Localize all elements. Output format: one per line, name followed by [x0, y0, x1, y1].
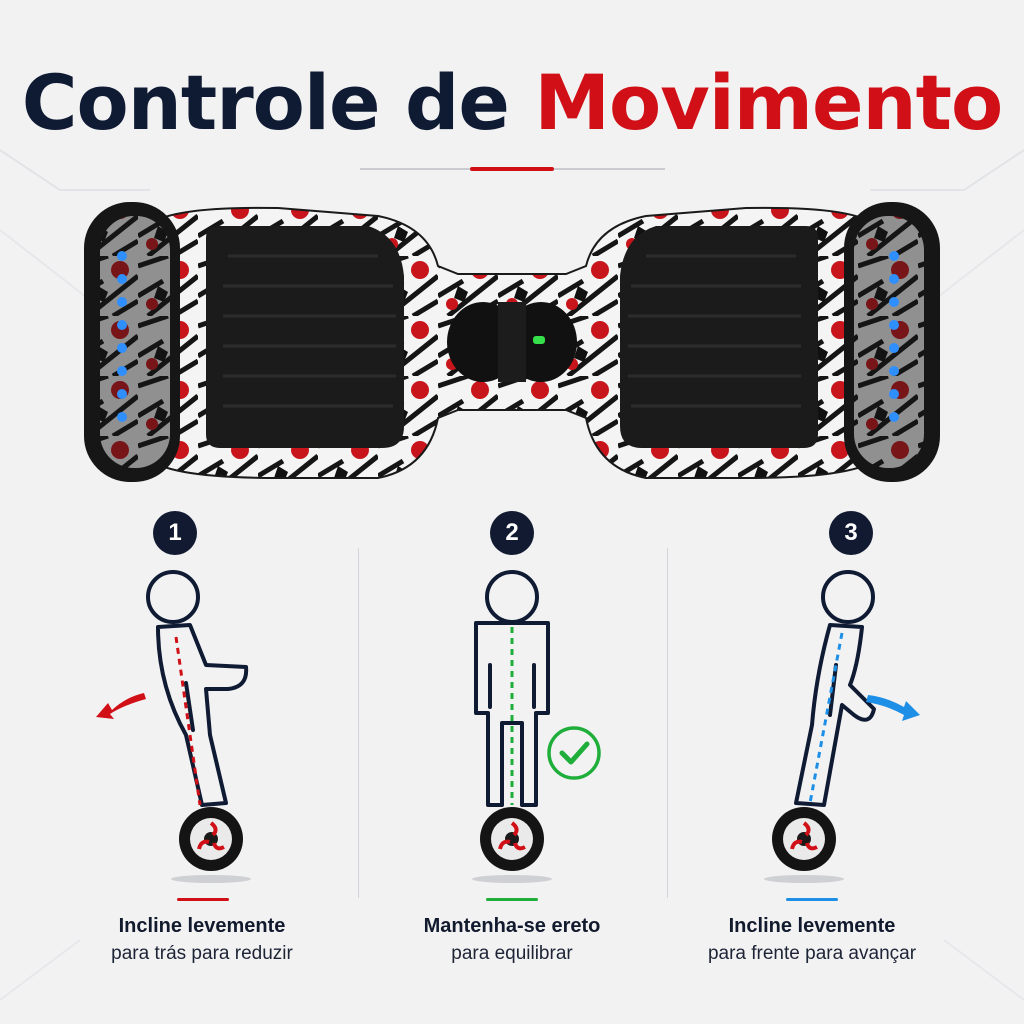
step-2-title: Mantenha-se ereto — [423, 915, 601, 937]
step-1-caption: Incline levemente para trás para reduzir — [32, 912, 372, 968]
title-part-red: Movimento — [534, 58, 1003, 147]
step-2-badge: 2 — [490, 511, 534, 555]
wheel-icon — [772, 807, 836, 871]
check-icon — [547, 726, 601, 780]
step-1-underline — [177, 898, 229, 901]
step-2-desc: para equilibrar — [451, 943, 573, 964]
arrow-forward-icon — [866, 695, 920, 721]
title-underline — [360, 167, 665, 171]
figure-leaning-forward — [764, 570, 920, 883]
wheel-icon — [179, 807, 243, 871]
step-2-caption: Mantenha-se ereto para equilibrar — [342, 912, 682, 968]
step-1-badge: 1 — [153, 511, 197, 555]
step-3-title: Incline levemente — [728, 915, 896, 937]
step-3-underline — [786, 898, 838, 901]
column-divider — [667, 548, 668, 898]
step-3-caption: Incline levemente para frente para avanç… — [642, 912, 982, 968]
page-title: Controle de Movimento — [0, 58, 1024, 148]
title-underline-accent — [470, 167, 554, 171]
step-3-desc: para frente para avançar — [707, 943, 917, 964]
arrow-back-icon — [96, 693, 146, 719]
title-part-dark: Controle de — [21, 58, 510, 147]
wheel-icon — [480, 807, 544, 871]
hoverboard-image — [84, 202, 940, 482]
column-divider — [358, 548, 359, 898]
step-1-desc: para trás para reduzir — [111, 943, 293, 964]
figure-upright — [472, 570, 601, 883]
step-1-title: Incline levemente — [118, 915, 286, 937]
figure-leaning-back — [96, 570, 251, 883]
step-2-underline — [486, 898, 538, 901]
step-3-badge: 3 — [829, 511, 873, 555]
